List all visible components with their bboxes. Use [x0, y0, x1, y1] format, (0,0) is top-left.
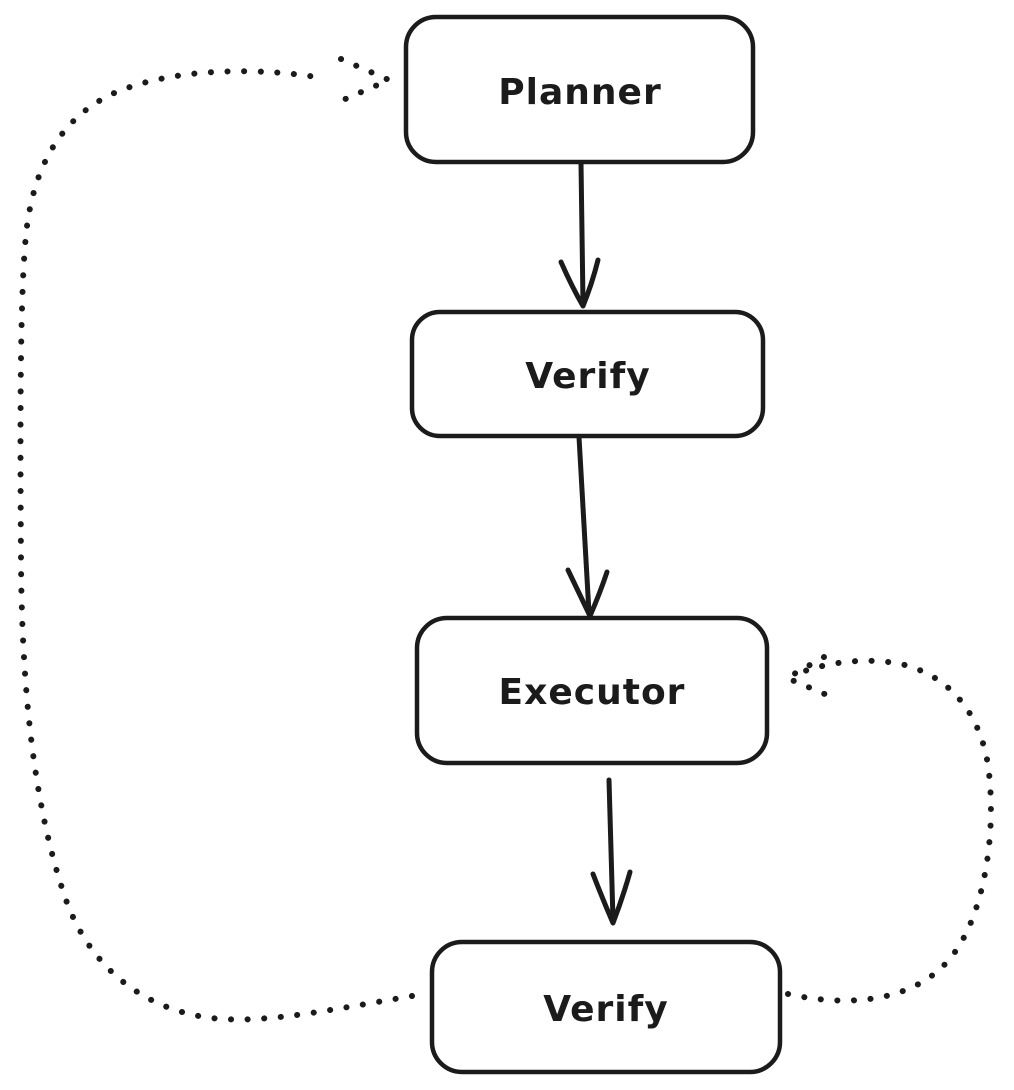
edge-dotted-path [17, 68, 415, 1023]
edge-executor-to-verify2[interactable] [590, 777, 633, 926]
edge-verify1-to-executor[interactable] [565, 434, 610, 619]
node-box [429, 939, 783, 1075]
arrowhead-down-icon [590, 869, 633, 926]
arrowhead-dotted-left-icon [784, 654, 830, 698]
node-box [414, 615, 770, 766]
edge-line [576, 434, 592, 616]
node-label: Planner [498, 72, 661, 113]
node-label: Verify [543, 989, 669, 1030]
node-box [409, 309, 766, 439]
node-box [403, 14, 756, 165]
node-verify-2[interactable]: Verify [429, 939, 783, 1075]
node-label: Executor [499, 672, 686, 713]
node-executor[interactable]: Executor [414, 615, 770, 766]
edge-line [606, 777, 616, 923]
node-planner[interactable]: Planner [403, 14, 756, 165]
edge-planner-to-verify1[interactable] [558, 160, 601, 309]
edge-verify2-to-planner-dotted[interactable] [17, 56, 415, 1023]
edge-verify2-to-executor-dotted[interactable] [784, 654, 994, 1004]
edge-line [578, 160, 586, 306]
edge-dotted-path [785, 657, 994, 1004]
arrowhead-down-icon [558, 257, 601, 309]
arrowhead-dotted-right-icon [338, 56, 392, 103]
node-verify-1[interactable]: Verify [409, 309, 766, 439]
node-label: Verify [525, 356, 651, 397]
